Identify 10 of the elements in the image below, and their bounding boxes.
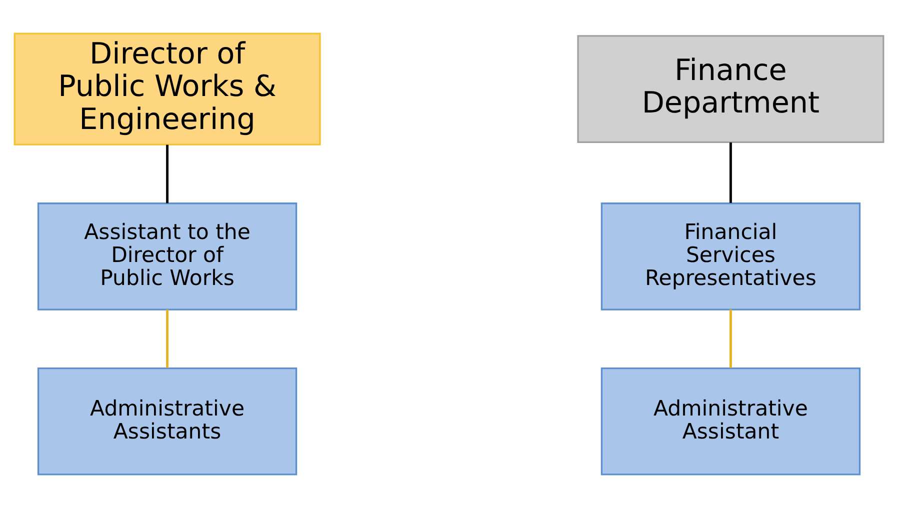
node-box: Administrative Assistant <box>600 367 861 475</box>
node-box: Finance Department <box>577 34 884 142</box>
connector <box>729 142 732 202</box>
node-box: Administrative Assistants <box>37 367 298 475</box>
connector <box>166 144 169 203</box>
connector <box>166 309 169 368</box>
node-box: Assistant to the Director of Public Works <box>37 202 298 310</box>
node-box: Financial Services Representatives <box>600 202 861 310</box>
node-box: Director of Public Works & Engineering <box>14 32 321 145</box>
connector <box>729 309 732 368</box>
